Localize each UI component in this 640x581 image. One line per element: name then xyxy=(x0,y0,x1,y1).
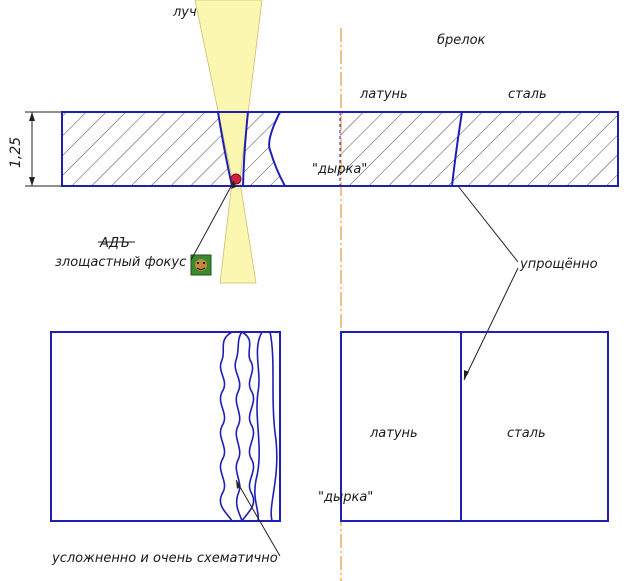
label-adb: АДЪ xyxy=(99,236,130,251)
dimension-text: 1,25 xyxy=(8,137,24,168)
label-hole-top: "дырка" xyxy=(312,162,367,177)
label-complicated: усложненно и очень схематично xyxy=(51,551,278,566)
label-brass-bottom: латунь xyxy=(369,426,418,441)
top-plate-section xyxy=(61,111,619,187)
label-beam: луч xyxy=(172,5,197,20)
label-steel-bottom: сталь xyxy=(507,426,546,441)
label-brass-top: латунь xyxy=(359,87,408,102)
simplified-leader-bottom xyxy=(463,267,519,381)
label-steel-top: сталь xyxy=(508,87,547,102)
label-simplified: упрощённо xyxy=(519,257,598,272)
focus-point-icon xyxy=(230,173,242,185)
bottom-plan-view xyxy=(50,331,609,522)
label-hole-bottom: "дырка" xyxy=(318,490,373,505)
emoji-face-icon xyxy=(190,254,212,276)
simplified-leader-top xyxy=(457,185,519,263)
label-keychain: брелок xyxy=(437,33,486,48)
label-focus: злощастный фокус xyxy=(55,255,186,270)
focus-leader xyxy=(190,180,235,261)
thickness-dimension: 1,25 xyxy=(8,111,62,187)
complicated-leader xyxy=(235,479,281,557)
